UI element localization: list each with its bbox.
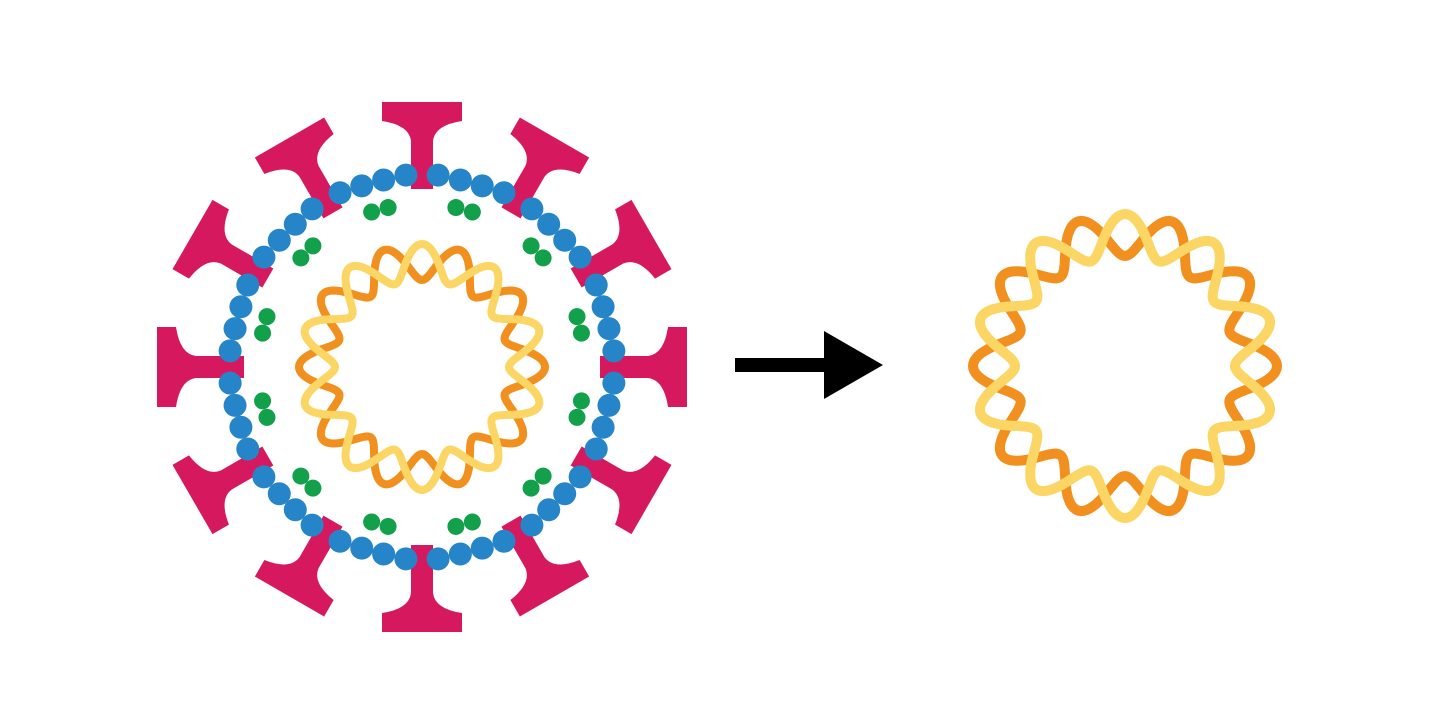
envelope-protein-bead [470,536,494,560]
envelope-protein-bead [597,317,621,341]
membrane-protein-bead [568,308,586,326]
envelope-protein-bead [372,542,396,566]
envelope-protein-bead [492,181,516,205]
spike-protein [172,199,274,288]
membrane-protein-bead [304,479,322,497]
right-arrow-icon [735,331,883,399]
envelope-protein-bead [597,393,621,417]
envelope-protein-bead [394,163,418,187]
envelope-protein-bead [372,168,396,192]
membrane-proteins [254,199,590,535]
arrow-shaft [735,358,831,372]
membrane-protein-bead [379,199,397,217]
envelope-protein-bead [568,245,592,269]
membrane-protein-bead [292,249,310,267]
envelope-protein-bead [520,197,544,221]
envelope-protein-bead [584,273,608,297]
membrane-protein-bead [463,513,481,531]
membrane-protein-bead [304,237,322,255]
envelope-protein-bead [267,228,291,252]
envelope-protein-bead [448,168,472,192]
envelope-protein-bead [267,482,291,506]
envelope-protein-bead [568,465,592,489]
spike-protein [501,117,590,219]
virus-particle [157,102,687,632]
envelope-protein-bead [537,212,561,236]
genome-strand-orange [967,215,1283,517]
membrane-protein-bead [534,249,552,267]
membrane-protein-bead [522,479,540,497]
spike-protein [382,102,462,189]
envelope-protein-bead [537,498,561,522]
membrane-protein-bead [572,392,590,410]
membrane-protein-bead [363,513,381,531]
envelope-protein-bead [553,482,577,506]
released-genome [967,208,1283,524]
envelope-protein-bead [520,513,544,537]
envelope-protein-bead [300,197,324,221]
membrane-protein-bead [522,237,540,255]
envelope-protein-bead [218,339,242,363]
genome-strand-yellow [974,208,1276,524]
envelope-protein-bead [252,465,276,489]
envelope-protein-bead [426,163,450,187]
arrow-head [824,331,883,399]
envelope-protein-bead [394,547,418,571]
envelope-protein-bead [300,513,324,537]
genome-strand-orange [294,245,550,489]
genome-strand-yellow [300,239,544,495]
envelope-protein-bead [492,529,516,553]
membrane-protein-bead [363,203,381,221]
spike-protein [382,545,462,632]
membrane-protein-bead [379,517,397,535]
membrane-protein-bead [258,408,276,426]
spike-protein [600,327,687,407]
membrane-protein-bead [447,199,465,217]
envelope-protein-bead [223,393,247,417]
spike-protein [570,446,672,535]
envelope-protein-bead [584,437,608,461]
envelope-protein-bead [426,547,450,571]
envelope-protein-bead [350,536,374,560]
virus-genome [294,239,550,495]
envelope-proteins [218,163,626,571]
envelope-protein-bead [283,212,307,236]
spike-protein [157,327,244,407]
envelope-protein-bead [229,295,253,319]
spike-protein [254,515,343,617]
envelope-protein-bead [236,273,260,297]
envelope-protein-bead [236,437,260,461]
envelope-protein-bead [602,339,626,363]
envelope-protein-bead [223,317,247,341]
membrane-protein-bead [254,392,272,410]
membrane-protein-bead [463,203,481,221]
envelope-protein-bead [553,228,577,252]
envelope-protein-bead [602,371,626,395]
membrane-protein-bead [572,324,590,342]
envelope-protein-bead [328,529,352,553]
membrane-protein-bead [534,467,552,485]
spike-protein [501,515,590,617]
envelope-protein-bead [218,371,242,395]
spike-protein [254,117,343,219]
envelope-protein-bead [448,542,472,566]
envelope-protein-bead [283,498,307,522]
spike-protein [172,446,274,535]
envelope-protein-bead [350,174,374,198]
envelope-protein-bead [328,181,352,205]
envelope-protein-bead [252,245,276,269]
membrane-protein-bead [568,408,586,426]
membrane-protein-bead [292,467,310,485]
spike-proteins [157,102,687,632]
envelope-protein-bead [470,174,494,198]
membrane-protein-bead [258,308,276,326]
envelope-protein-bead [591,415,615,439]
envelope-protein-bead [591,295,615,319]
envelope-protein-bead [229,415,253,439]
membrane-protein-bead [447,517,465,535]
spike-protein [570,199,672,288]
membrane-protein-bead [254,324,272,342]
